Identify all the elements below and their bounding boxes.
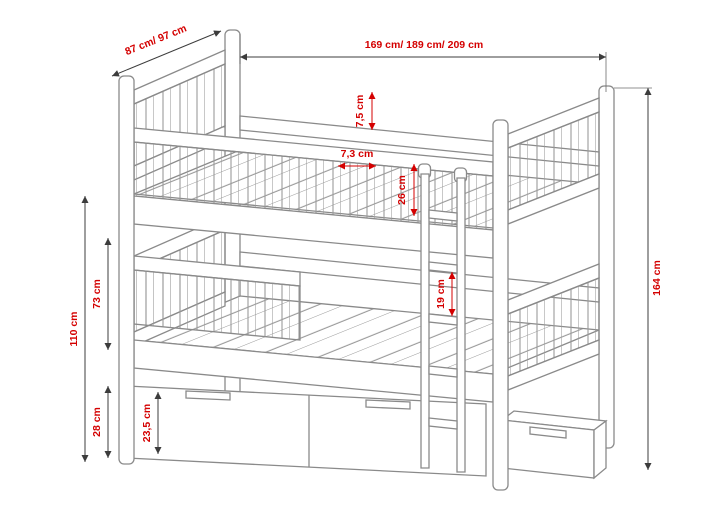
dim-drawer-label: 28 cm (91, 407, 103, 437)
side-drawer-handle (529, 426, 567, 439)
ladder-rung (428, 313, 458, 326)
drawer-right-handle (365, 399, 411, 410)
ladder-stile-left (420, 173, 430, 469)
top-bunk-front-guard (133, 127, 494, 259)
post-front-right (492, 119, 509, 491)
dim-slat-gap-label: 7,3 cm (341, 148, 374, 160)
ladder-rung (428, 417, 458, 430)
post-back-right (598, 85, 615, 449)
dim-depth-line (111, 30, 222, 77)
ladder-stile-right (456, 177, 466, 473)
drawer-left (126, 385, 487, 477)
dim-drawer-front-label: 23,5 cm (141, 404, 153, 443)
dim-clearance-label: 73 cm (91, 279, 103, 309)
side-drawer (500, 410, 608, 480)
ladder (417, 163, 468, 473)
dim-depth-label: 87 cm/ 97 cm (123, 22, 188, 58)
ladder-rung (428, 365, 458, 378)
post-front-left (118, 75, 135, 465)
dim-rung-label: 19 cm (435, 279, 447, 309)
dim-length-label: 169 cm/ 189 cm/ 209 cm (365, 39, 484, 51)
dim-top-rail-label: 7,5 cm (354, 95, 366, 128)
drawer-left-handle (185, 390, 231, 401)
front-drawers (126, 385, 487, 477)
ladder-rung (428, 261, 458, 274)
footboard-top (507, 97, 600, 225)
dim-underside-label: 110 cm (68, 311, 80, 346)
bed-frame (118, 29, 615, 491)
ladder-rung (428, 209, 458, 222)
front-posts (118, 75, 509, 491)
dim-guard-label: 26 cm (396, 175, 408, 205)
dim-total-height-label: 164 cm (651, 260, 663, 296)
